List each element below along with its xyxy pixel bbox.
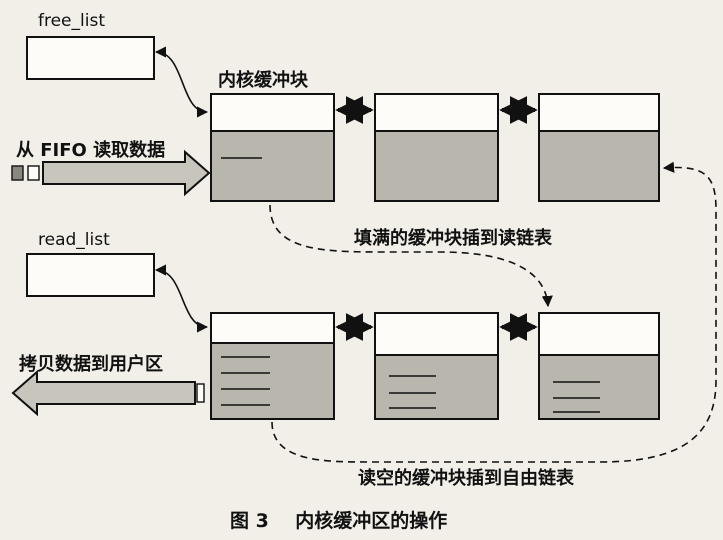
empty-to-free-list-arrow (271, 161, 717, 463)
free-list-box (26, 36, 155, 80)
full-to-read-list-arrow (269, 204, 553, 308)
read-list-box (26, 253, 155, 297)
buffer-block-bottom-1 (210, 312, 335, 420)
full-to-read-list-label: 填满的缓冲块插到读链表 (354, 228, 552, 249)
free-list-label: free_list (38, 11, 105, 31)
copy-to-user-arrow (11, 369, 205, 417)
fifo-input-arrow (11, 149, 211, 197)
buffer-block-top-2 (374, 93, 499, 202)
read-list-label: read_list (38, 230, 110, 250)
buffer-block-bottom-2 (374, 312, 499, 420)
read-list-pointer (154, 264, 209, 333)
buffer-block-top-1 (210, 93, 335, 202)
empty-to-free-list-label: 读空的缓冲块插到自由链表 (358, 468, 574, 489)
buffer-block-bottom-3 (538, 312, 660, 420)
figure-caption: 图 3 内核缓冲区的操作 (230, 510, 448, 532)
buffer-block-top-3 (538, 93, 660, 202)
copy-to-user-label: 拷贝数据到用户区 (19, 354, 163, 375)
read-from-fifo-label: 从 FIFO 读取数据 (16, 140, 166, 161)
kernel-buffer-label: 内核缓冲块 (218, 70, 308, 91)
free-list-pointer (154, 46, 209, 118)
